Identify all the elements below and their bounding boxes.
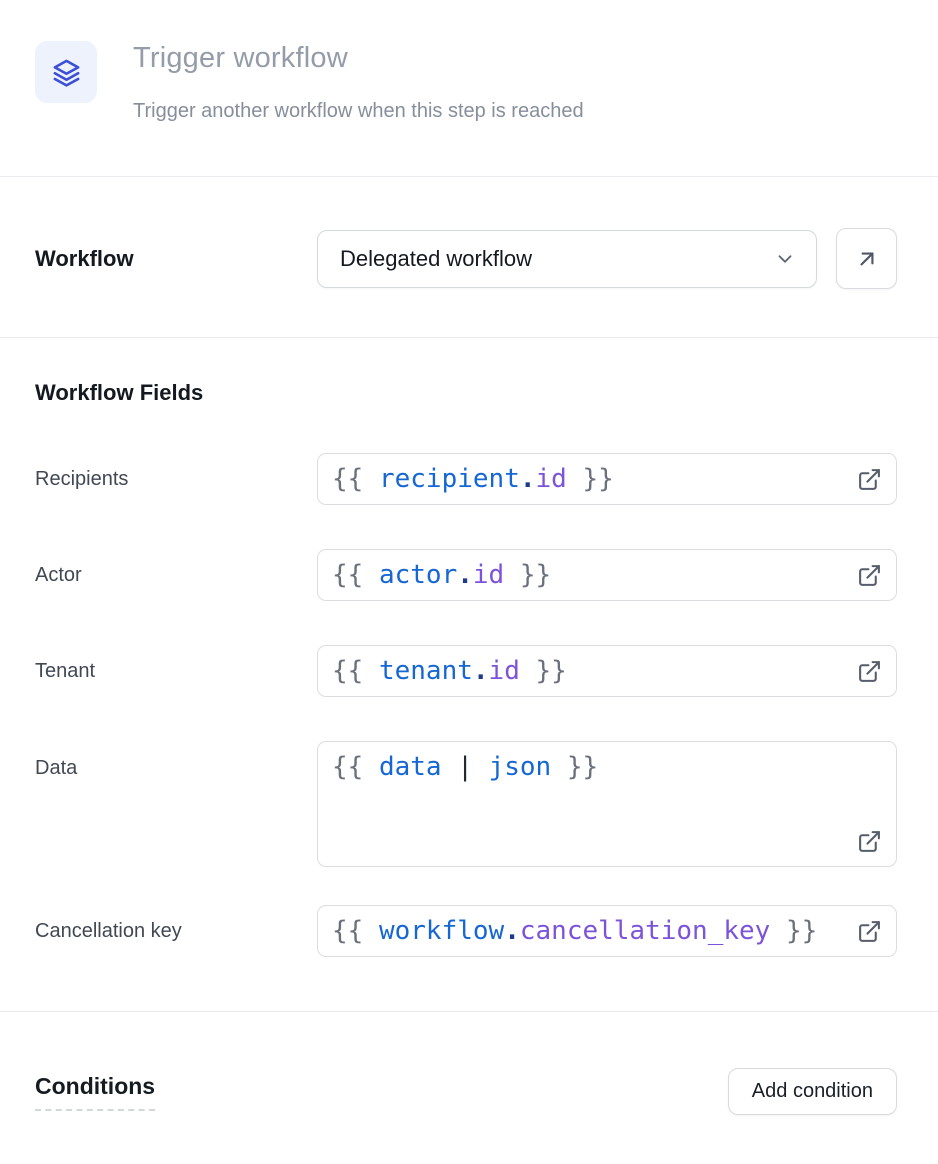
- external-link-icon[interactable]: [857, 659, 882, 684]
- step-description: Trigger another workflow when this step …: [133, 100, 584, 122]
- liquid-expression: {{ workflow.cancellation_key }}: [332, 916, 818, 946]
- liquid-expression: {{ tenant.id }}: [332, 656, 567, 686]
- external-link-icon[interactable]: [857, 919, 882, 944]
- step-header: Trigger workflow Trigger another workflo…: [0, 0, 938, 177]
- workflow-select-value: Delegated workflow: [340, 245, 532, 271]
- liquid-expression: {{ data | json }}: [332, 752, 599, 782]
- field-label: Cancellation key: [35, 920, 182, 942]
- add-condition-button[interactable]: Add condition: [727, 1068, 897, 1115]
- conditions-heading: Conditions: [35, 1073, 156, 1111]
- arrow-up-right-icon: [860, 252, 873, 265]
- field-row: Cancellation key {{ workflow.cancellatio…: [35, 905, 897, 957]
- external-link-icon[interactable]: [857, 467, 882, 492]
- liquid-template-input[interactable]: {{ data | json }}: [317, 741, 897, 867]
- workflow-select[interactable]: Delegated workflow: [317, 229, 817, 288]
- chevron-down-icon: [778, 254, 792, 263]
- step-titles: Trigger workflow Trigger another workflo…: [133, 41, 897, 123]
- liquid-expression: {{ actor.id }}: [332, 560, 552, 590]
- liquid-template-input[interactable]: {{ recipient.id }}: [317, 453, 897, 505]
- layers-icon: [53, 59, 79, 87]
- field-row: Actor {{ actor.id }}: [35, 549, 897, 601]
- trigger-workflow-step-panel: Trigger workflow Trigger another workflo…: [0, 0, 938, 1115]
- workflow-selector-row: Workflow Delegated workflow: [35, 228, 897, 289]
- workflow-fields-heading: Workflow Fields: [35, 380, 204, 405]
- workflow-selector-section: Workflow Delegated workflow: [0, 177, 938, 338]
- conditions-section: Conditions Add condition: [0, 1012, 938, 1115]
- workflow-fields-rows: Recipients {{ recipient.id }} Actor {{ a…: [35, 453, 897, 957]
- liquid-template-input[interactable]: {{ workflow.cancellation_key }}: [317, 905, 897, 957]
- liquid-template-input[interactable]: {{ tenant.id }}: [317, 645, 897, 697]
- external-link-icon[interactable]: [857, 563, 882, 588]
- open-workflow-button[interactable]: [836, 228, 897, 289]
- workflow-label: Workflow: [35, 245, 134, 271]
- liquid-template-input[interactable]: {{ actor.id }}: [317, 549, 897, 601]
- field-label: Data: [35, 757, 78, 779]
- field-row: Data {{ data | json }}: [35, 741, 897, 867]
- step-name-input[interactable]: Trigger workflow: [133, 42, 348, 74]
- field-label: Recipients: [35, 468, 129, 490]
- step-icon-tile: [35, 41, 97, 103]
- field-row: Recipients {{ recipient.id }}: [35, 453, 897, 505]
- field-label: Tenant: [35, 660, 96, 682]
- liquid-expression: {{ recipient.id }}: [332, 464, 614, 494]
- external-link-icon[interactable]: [857, 829, 882, 854]
- workflow-fields-section: Workflow Fields Recipients {{ recipient.…: [0, 338, 938, 1012]
- field-label: Actor: [35, 564, 82, 586]
- field-row: Tenant {{ tenant.id }}: [35, 645, 897, 697]
